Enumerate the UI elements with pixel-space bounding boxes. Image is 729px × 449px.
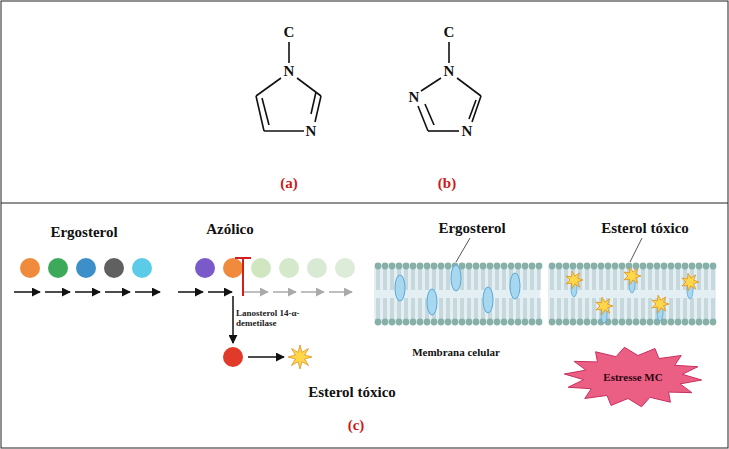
annotation: Ergosterol xyxy=(438,220,505,237)
atom-label: C xyxy=(283,24,296,41)
toxic-arrow xyxy=(248,356,284,358)
node-text: Estresse MC xyxy=(603,371,662,383)
atom-label: C xyxy=(443,24,456,41)
toxic-burst xyxy=(652,295,669,313)
blocked-arrows xyxy=(244,291,352,293)
pathway-arrows xyxy=(14,291,232,293)
ergosterol-molecule xyxy=(510,273,520,299)
toxic-precursor xyxy=(223,347,243,367)
annotation: Esterol tóxico xyxy=(601,220,689,237)
ergosterol-molecule xyxy=(427,289,437,315)
atom-label: N xyxy=(443,63,456,80)
azole-steps xyxy=(195,258,355,278)
toxic-burst xyxy=(624,267,641,285)
toxic-burst xyxy=(596,297,613,315)
membrane-core xyxy=(548,268,716,320)
ergosterol-molecule xyxy=(451,265,461,291)
ergosterol-molecule xyxy=(395,275,405,301)
inhibition-mark xyxy=(235,258,251,296)
atom-label: N xyxy=(283,63,296,80)
annotation: Lanosterol 14-α-demetilase xyxy=(236,309,316,329)
panel-label: (c) xyxy=(348,417,365,434)
cell-membranes xyxy=(374,263,716,326)
divert-arrow xyxy=(232,296,234,343)
annotation: Membrana celular xyxy=(412,346,500,358)
triazole-ring xyxy=(418,42,481,131)
annotation: Azólico xyxy=(206,221,253,238)
toxic-burst xyxy=(682,273,699,291)
annotation: Esterol tóxico xyxy=(308,384,396,401)
toxic-burst xyxy=(566,271,583,289)
annotation: Ergosterol xyxy=(50,224,117,241)
leader-line xyxy=(630,238,642,262)
atom-label: N xyxy=(305,123,318,140)
ergosterol-steps xyxy=(20,258,152,278)
imidazole-ring xyxy=(256,42,321,131)
leader-line xyxy=(456,238,470,262)
panel-label: (b) xyxy=(438,175,456,192)
toxic-sterol-bursts xyxy=(288,345,312,369)
ergosterol-molecule xyxy=(483,287,493,313)
toxic-burst xyxy=(288,345,312,369)
panel-label: (a) xyxy=(280,175,298,192)
stress-burst: Estresse MC xyxy=(563,346,703,408)
divider xyxy=(1,203,728,204)
atom-label: N xyxy=(461,123,474,140)
atom-label: N xyxy=(408,89,421,106)
